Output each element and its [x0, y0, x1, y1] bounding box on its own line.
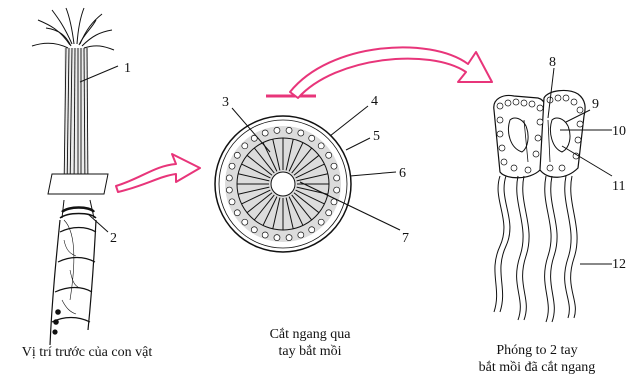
leader-line-6: [350, 172, 396, 176]
outer-tentacle-bead: [229, 163, 235, 169]
outer-tentacle-bead: [242, 219, 248, 225]
outer-tentacle-bead: [262, 130, 268, 136]
caption-left: Vị trí trước của con vật: [2, 344, 172, 361]
outer-tentacle-bead: [309, 135, 315, 141]
caption-middle: Cắt ngang qua tay bắt mồi: [250, 326, 370, 360]
pink-arrow-curved: [290, 47, 492, 98]
collar: [60, 200, 96, 218]
outer-tentacle-bead: [274, 235, 280, 241]
leader-line-4: [330, 106, 368, 136]
caption-right: Phóng to 2 tay bắt mồi đã cắt ngang: [452, 342, 622, 376]
leader-line-5: [346, 138, 370, 150]
label-7: 7: [402, 231, 409, 246]
outer-tentacle-bead: [226, 187, 232, 193]
label-3: 3: [222, 95, 229, 110]
outer-tentacle-bead: [274, 127, 280, 133]
caption-right-line1: Phóng to 2 tay: [452, 342, 622, 359]
outer-tentacle-bead: [234, 152, 240, 158]
label-1: 1: [124, 61, 131, 76]
outer-tentacle-bead: [229, 199, 235, 205]
caption-middle-line2: tay bắt mồi: [250, 343, 370, 360]
section-plane: [48, 174, 108, 194]
label-6: 6: [399, 166, 406, 181]
outer-tentacle-bead: [331, 163, 337, 169]
outer-tentacle-bead: [318, 219, 324, 225]
pink-arrow-left: [116, 154, 200, 192]
caption-right-line2: bắt mồi đã cắt ngang: [452, 359, 622, 376]
outer-tentacle-bead: [286, 235, 292, 241]
label-5: 5: [373, 129, 380, 144]
outer-tentacle-bead: [234, 210, 240, 216]
label-10: 10: [612, 124, 626, 139]
tentacle-tuft: [32, 8, 114, 50]
outer-tentacle-bead: [226, 175, 232, 181]
outer-tentacle-bead: [326, 210, 332, 216]
outer-tentacle-bead: [251, 227, 257, 233]
label-8: 8: [549, 55, 556, 70]
outer-tentacle-bead: [298, 232, 304, 238]
outer-tentacle-bead: [262, 232, 268, 238]
outer-tentacle-bead: [309, 227, 315, 233]
outer-tentacle-bead: [318, 143, 324, 149]
label-4: 4: [371, 94, 378, 109]
label-9: 9: [592, 97, 599, 112]
outer-tentacle-bead: [298, 130, 304, 136]
outer-tentacle-bead: [242, 143, 248, 149]
outer-tentacle-bead: [334, 187, 340, 193]
outer-tentacle-bead: [334, 175, 340, 181]
cross-section-disc: 3 4 5 6 7: [215, 94, 409, 252]
outer-tentacle-bead: [326, 152, 332, 158]
caption-middle-line1: Cắt ngang qua: [250, 326, 370, 343]
outer-tentacle-bead: [286, 127, 292, 133]
label-11: 11: [612, 179, 625, 194]
wavy-filaments: [494, 176, 577, 322]
animal-body: [50, 220, 96, 345]
label-2: 2: [110, 231, 117, 246]
animal-anterior-drawing: 1 2: [32, 8, 131, 345]
label-12: 12: [612, 257, 626, 272]
